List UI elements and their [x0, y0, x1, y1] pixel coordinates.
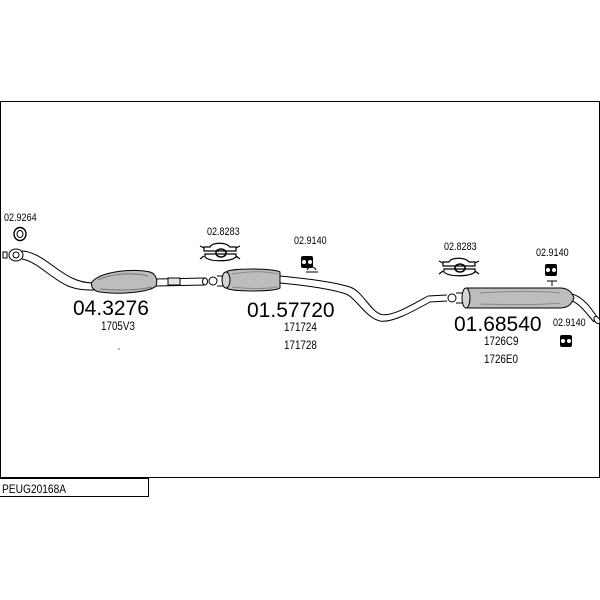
accessory-label-hanger-rear-bottom: 02.9140: [553, 317, 586, 329]
accessory-label-clamp-rear: 02.8283: [444, 241, 477, 253]
rear-silencer-drawing: [447, 280, 600, 325]
part-ref-middle-silencer-1: 171724: [284, 320, 317, 334]
clamp-icon: [438, 257, 480, 277]
accessory-label-hanger-rear-top: 02.9140: [536, 247, 569, 259]
stray-mark: [118, 348, 120, 350]
diagram-code-box: PEUG20168A: [0, 478, 149, 497]
part-ref-middle-silencer-2: 171728: [284, 338, 317, 352]
accessory-label-hanger-mid: 02.9140: [294, 235, 327, 247]
front-flange: [8, 248, 24, 262]
part-ref-rear-silencer-1: 1726C9: [484, 334, 519, 348]
part-ref-rear-silencer-2: 1726E0: [484, 352, 518, 366]
hanger-icon: [545, 264, 557, 276]
clamp-icon: [199, 242, 241, 262]
part-number-front-pipe: 04.3276: [73, 297, 149, 320]
middle-silencer-drawing: [208, 266, 448, 322]
hanger-icon: [560, 335, 572, 347]
accessory-label-gasket-front: 02.9264: [4, 212, 37, 224]
front-pipe-drawing: [2, 248, 208, 294]
hanger-icon: [301, 256, 313, 268]
diagram-code: PEUG20168A: [2, 482, 67, 496]
part-ref-front-pipe: 1705V3: [101, 319, 135, 333]
part-number-rear-silencer: 01.68540: [454, 313, 542, 336]
gasket-icon: [13, 226, 27, 242]
part-number-middle-silencer: 01.57720: [247, 299, 335, 322]
accessory-label-clamp-mid: 02.8283: [207, 226, 240, 238]
